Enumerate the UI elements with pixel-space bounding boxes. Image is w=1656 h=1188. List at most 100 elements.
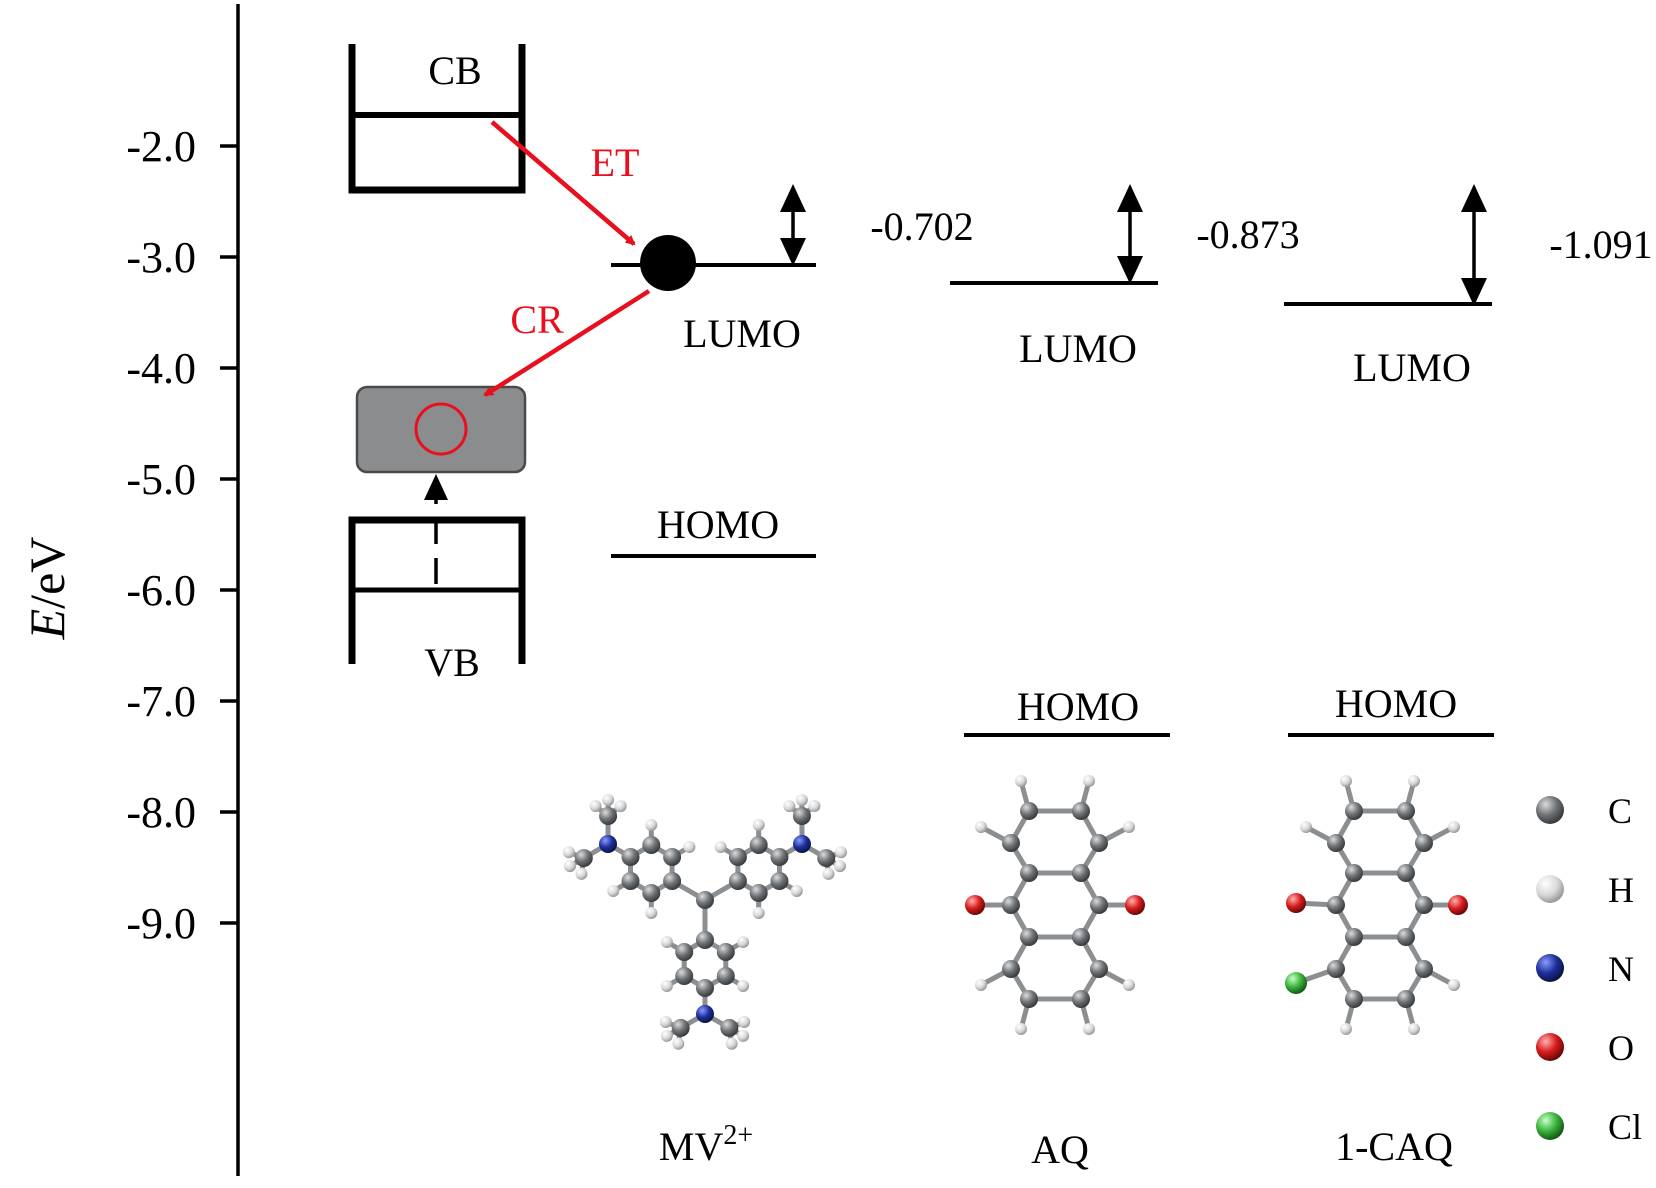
tick-label: -3.0 bbox=[126, 233, 196, 282]
mv-atom-h bbox=[783, 800, 796, 813]
mv-atom-h bbox=[660, 980, 673, 992]
caq-atom-h bbox=[1340, 1023, 1352, 1035]
mv-atom-c bbox=[642, 884, 661, 902]
mv-atom-c bbox=[621, 848, 640, 866]
cb-label: CB bbox=[428, 48, 481, 93]
mv-atom-c bbox=[642, 836, 661, 854]
caq-atom-o bbox=[1448, 895, 1468, 915]
mv-atom-c bbox=[770, 872, 789, 890]
mv-atom-h bbox=[607, 885, 620, 897]
mv-atom-h bbox=[563, 860, 576, 873]
mv-atom-n bbox=[792, 835, 811, 853]
legend-swatch-o bbox=[1536, 1033, 1564, 1061]
conduction-band: CB bbox=[348, 44, 526, 194]
aq-atom-c bbox=[1020, 928, 1038, 946]
mv-structure: MV2+ bbox=[562, 794, 848, 1169]
mv-atom-h bbox=[790, 885, 803, 897]
aq-atom-h bbox=[1123, 979, 1135, 991]
aq-atom-c bbox=[1020, 990, 1038, 1008]
mv-atom-c bbox=[716, 967, 735, 985]
mv-gap-arrow-bottom bbox=[780, 238, 806, 266]
mv-atom-h bbox=[562, 846, 575, 859]
mv-atom-h bbox=[614, 800, 627, 813]
aq-structure: AQ bbox=[965, 775, 1145, 1172]
excitation-arrowhead bbox=[424, 474, 448, 500]
mv-atom-c bbox=[696, 931, 714, 949]
mv-atom-h bbox=[602, 794, 615, 807]
et-arrow bbox=[490, 120, 636, 246]
mv-atom-c bbox=[621, 872, 640, 890]
caq-name-label: 1-CAQ bbox=[1335, 1124, 1453, 1169]
mv-homo-label: HOMO bbox=[657, 502, 779, 547]
aq-atom-c bbox=[1002, 834, 1020, 852]
aq-atom-c bbox=[1020, 802, 1038, 820]
caq-atom-h bbox=[1300, 821, 1312, 833]
mv-atom-h bbox=[725, 1037, 738, 1050]
aq-atom-c bbox=[1072, 802, 1090, 820]
aq-atom-c bbox=[1002, 896, 1020, 914]
aq-atom-c bbox=[1090, 896, 1108, 914]
caq-atom-c bbox=[1415, 960, 1433, 978]
mv-atom-h bbox=[795, 794, 808, 807]
caq-atom-cl bbox=[1285, 972, 1307, 994]
tick-label: -8.0 bbox=[126, 788, 196, 837]
et-label: ET bbox=[591, 140, 640, 185]
aq-gap-value: -0.873 bbox=[1196, 212, 1299, 257]
caq-gap-arrow-top bbox=[1461, 184, 1487, 212]
mv-atom-h bbox=[714, 841, 727, 853]
caq-atom-c bbox=[1345, 990, 1363, 1008]
mv-atom-c bbox=[696, 891, 714, 909]
caq-atom-h bbox=[1448, 821, 1460, 833]
caq-atom-c bbox=[1397, 864, 1415, 882]
mv-atom-c bbox=[696, 979, 714, 997]
caq-gap-arrow-bottom bbox=[1461, 278, 1487, 306]
aq-atom-h bbox=[975, 821, 987, 833]
mv-atom-h bbox=[808, 800, 821, 813]
mv-atom-h bbox=[834, 860, 847, 873]
caq-atom-h bbox=[1408, 775, 1420, 787]
caq-atom-h bbox=[1448, 979, 1460, 991]
mv-gap-arrow-top bbox=[780, 184, 806, 212]
caq-lumo-label: LUMO bbox=[1353, 345, 1471, 390]
tick-label: -7.0 bbox=[126, 677, 196, 726]
mv-atom-c bbox=[817, 849, 836, 868]
mv-atom-h bbox=[737, 1029, 750, 1042]
aq-atom-c bbox=[1072, 990, 1090, 1008]
mv-levels: LUMO HOMO -0.702 bbox=[611, 184, 974, 558]
mv-atom-c bbox=[749, 836, 768, 854]
mv-atom-h bbox=[822, 867, 835, 880]
mv-atom-h bbox=[660, 1029, 673, 1042]
mv-atom-h bbox=[752, 819, 765, 831]
mv-atom-c bbox=[770, 848, 789, 866]
caq-atom-c bbox=[1345, 864, 1363, 882]
legend-label-c: C bbox=[1608, 791, 1632, 831]
caq-atom-c bbox=[1345, 802, 1363, 820]
hole-circle bbox=[414, 402, 468, 456]
legend-swatch-cl bbox=[1536, 1112, 1564, 1140]
mv-atom-c bbox=[675, 967, 694, 985]
caq-structure: 1-CAQ bbox=[1285, 775, 1468, 1169]
caq-levels: LUMO HOMO -1.091 bbox=[1284, 184, 1653, 737]
legend-swatch-n bbox=[1536, 954, 1564, 982]
aq-atom-h bbox=[1015, 1023, 1027, 1035]
caq-atom-c bbox=[1397, 802, 1415, 820]
axis-title: E/eV bbox=[19, 537, 75, 641]
aq-atom-h bbox=[1123, 821, 1135, 833]
caq-atom-c bbox=[1397, 928, 1415, 946]
mv-atom-c bbox=[728, 872, 747, 890]
mv-atom-h bbox=[738, 1016, 751, 1029]
mv-atom-h bbox=[575, 867, 588, 880]
caq-atom-c bbox=[1327, 834, 1345, 852]
mv-gap-value: -0.702 bbox=[870, 204, 973, 249]
legend-label-n: N bbox=[1608, 949, 1634, 989]
legend-swatch-c bbox=[1536, 796, 1564, 824]
mv-atom-c bbox=[663, 872, 682, 890]
mv-atom-c bbox=[574, 849, 593, 868]
mv-atom-c bbox=[792, 807, 811, 826]
mv-lumo-label: LUMO bbox=[683, 311, 801, 356]
aq-gap-arrow-bottom bbox=[1117, 256, 1143, 284]
mv-atom-h bbox=[737, 936, 750, 948]
aq-atom-h bbox=[1083, 775, 1095, 787]
